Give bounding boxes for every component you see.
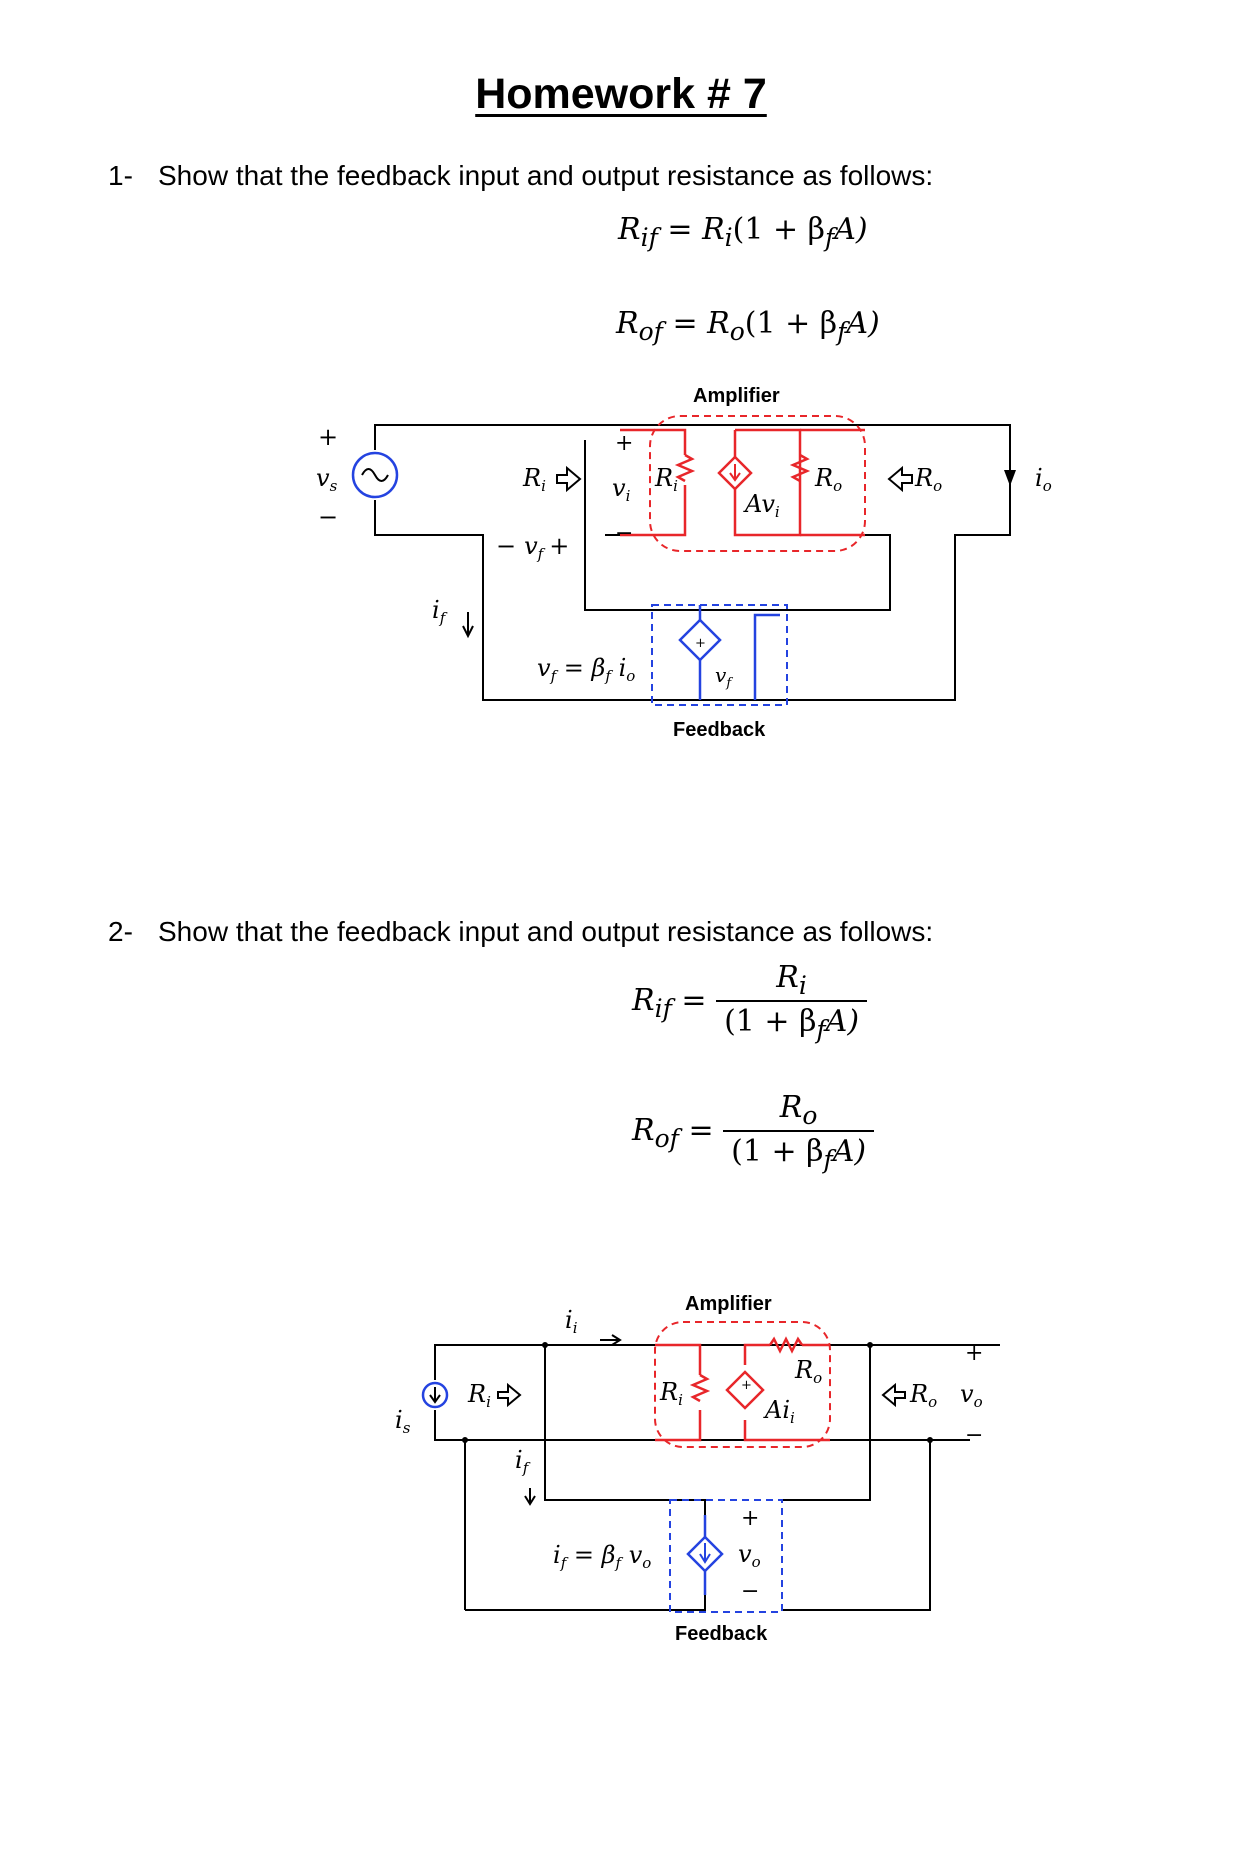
page-title: Homework # 7 — [475, 70, 767, 118]
svg-text:−: − — [615, 521, 633, 546]
feedback-box-2 — [669, 1499, 783, 1613]
svg-text:Ro: Ro — [909, 1380, 937, 1411]
feedback-label-2: Feedback — [675, 1623, 768, 1645]
svg-text:vs: vs — [316, 464, 338, 495]
svg-text:vf: vf — [715, 663, 733, 691]
svg-text:io: io — [1035, 464, 1052, 495]
figure-2-labels: Amplifier Feedback ii is Ri Ri Ro Aii Ro… — [395, 1293, 983, 1645]
is-current-source-icon — [421, 1381, 449, 1409]
svg-text:vo: vo — [960, 1380, 983, 1411]
equation-rof-fraction: Rof = Ro(1 + βfA) — [632, 1090, 875, 1174]
amplifier-internals — [620, 428, 865, 537]
svg-text:+: + — [741, 1506, 759, 1531]
feedback-plus: + — [695, 636, 706, 651]
svg-text:vo: vo — [738, 1540, 761, 1571]
dependent-voltage-source-icon — [725, 1370, 765, 1410]
svg-text:+: + — [615, 431, 633, 456]
svg-text:Aii: Aii — [763, 1396, 795, 1427]
svg-text:−: − — [741, 1579, 759, 1604]
if-arrow-icon-2 — [524, 1488, 536, 1506]
svg-text:+: + — [741, 1378, 752, 1393]
svg-text:Ri: Ri — [467, 1380, 491, 1411]
svg-text:Avi: Avi — [743, 490, 780, 521]
question-number: 1- — [108, 160, 133, 191]
figure-2-nodes — [462, 1342, 933, 1443]
ri-arrow-icon — [556, 465, 582, 493]
amplifier-label: Amplifier — [693, 385, 780, 407]
svg-text:vf = βf io: vf = βf io — [537, 654, 635, 685]
svg-text:if = βf vo: if = βf vo — [553, 1541, 651, 1572]
io-arrow-icon — [1004, 470, 1016, 486]
question-1: 1- Show that the feedback input and outpu… — [108, 160, 933, 192]
amplifier-label-2: Amplifier — [685, 1293, 772, 1315]
vs-source — [351, 451, 399, 499]
svg-text:−vf+: −vf+ — [496, 532, 569, 563]
svg-text:+: + — [318, 423, 338, 451]
amplifier-internals-2 — [655, 1336, 830, 1442]
question-number: 2- — [108, 916, 133, 947]
svg-text:Ro: Ro — [914, 464, 942, 495]
figure-1-wires — [374, 424, 1011, 701]
ii-arrow-icon — [600, 1334, 622, 1346]
feedback-box — [651, 604, 788, 706]
figure-1-labels: Amplifier Feedback + vs − Ri + vi − Ri A… — [316, 385, 1052, 741]
svg-text:Ri: Ri — [522, 464, 546, 495]
svg-text:−: − — [318, 503, 338, 531]
ro-arrow-icon-2 — [881, 1382, 906, 1408]
svg-text:Ri: Ri — [659, 1378, 683, 1409]
feedback-internals — [678, 605, 780, 700]
equation-rif: Rif = Ri(1 + βfA) — [618, 212, 868, 252]
feedback-source-icon — [686, 1515, 724, 1595]
figure-2-wires — [434, 1344, 1000, 1611]
question-2: 2- Show that the feedback input and outpu… — [108, 916, 933, 948]
svg-text:Ri: Ri — [654, 464, 678, 495]
amplifier-box — [649, 415, 866, 552]
svg-text:is: is — [395, 1406, 411, 1437]
svg-text:Ro: Ro — [794, 1356, 822, 1387]
feedback-label: Feedback — [673, 719, 766, 741]
amplifier-box-2 — [654, 1321, 831, 1448]
svg-text:if: if — [515, 1446, 531, 1477]
svg-text:if: if — [432, 596, 448, 627]
question-text: Show that the feedback input and output … — [158, 916, 934, 947]
svg-text:−: − — [965, 1423, 983, 1448]
equation-rof: Rof = Ro(1 + βfA) — [616, 306, 880, 346]
ro-arrow-icon — [887, 465, 913, 493]
equation-rif-fraction: Rif = Ri(1 + βfA) — [632, 960, 868, 1044]
svg-text:ii: ii — [565, 1306, 578, 1337]
svg-text:+: + — [965, 1341, 983, 1366]
svg-text:vi: vi — [612, 474, 631, 505]
if-arrow-icon — [462, 612, 474, 639]
dependent-current-source-icon — [717, 455, 753, 491]
question-text: Show that the feedback input and output … — [158, 160, 934, 191]
svg-text:Ro: Ro — [814, 464, 842, 495]
ri-arrow-icon-2 — [497, 1382, 522, 1408]
